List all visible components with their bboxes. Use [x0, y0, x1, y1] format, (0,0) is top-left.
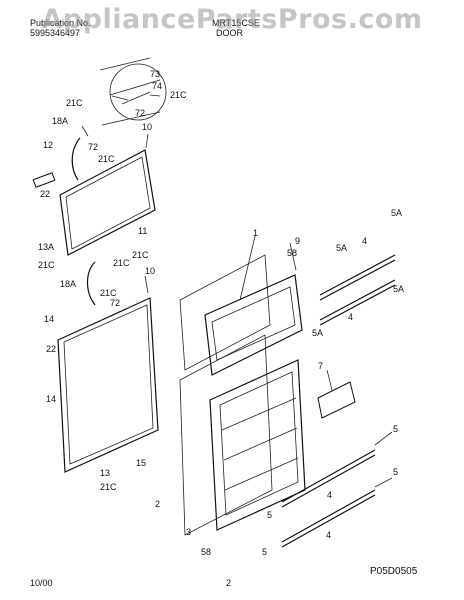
callout-12: 12 — [43, 140, 53, 150]
trim-strip — [32, 172, 56, 188]
callout-74: 74 — [152, 81, 162, 91]
freezer-inner-panel — [179, 254, 303, 376]
callout-4: 4 — [326, 530, 331, 540]
callout-72: 72 — [88, 142, 98, 152]
callout-13: 13 — [100, 468, 110, 478]
callout-18a: 18A — [60, 279, 76, 289]
callout-2: 2 — [155, 499, 160, 509]
callout-22: 22 — [40, 189, 50, 199]
callout-5: 5 — [267, 510, 272, 520]
callout-5a: 5A — [312, 328, 323, 338]
callout-72: 72 — [110, 298, 120, 308]
callout-5a: 5A — [391, 208, 402, 218]
callout-21c: 21C — [66, 98, 83, 108]
callout-5a: 5A — [336, 243, 347, 253]
callout-10: 10 — [145, 266, 155, 276]
watermark: AppliancePartsPros.com — [41, 4, 423, 35]
section-title: DOOR — [216, 28, 243, 38]
model-number: MRT15CSE — [212, 18, 260, 28]
callout-21c: 21C — [38, 260, 55, 270]
callout-18a: 18A — [52, 116, 68, 126]
callout-4: 4 — [362, 236, 367, 246]
callout-1: 1 — [253, 228, 258, 238]
fresh-food-handle — [86, 261, 96, 306]
callout-72: 72 — [135, 108, 145, 118]
part-callouts: 73 74 21C 21C 72 18A 10 72 12 21C 22 11 … — [38, 69, 404, 557]
callout-58: 58 — [287, 248, 297, 258]
freezer-handle — [71, 137, 81, 181]
callout-21c: 21C — [113, 258, 130, 268]
publication-number: 5995346497 — [30, 28, 81, 38]
fresh-food-inner-panel — [179, 334, 306, 536]
callout-14: 14 — [44, 314, 54, 324]
callout-21c: 21C — [98, 154, 115, 164]
callout-4: 4 — [348, 312, 353, 322]
callout-21c: 21C — [100, 288, 117, 298]
callout-13a: 13A — [38, 242, 54, 252]
leader-lines — [81, 94, 393, 488]
publication-label: Publication No. — [30, 18, 91, 28]
callout-3: 3 — [186, 527, 191, 537]
callout-5a: 5A — [393, 284, 404, 294]
callout-5: 5 — [393, 467, 398, 477]
callout-11: 11 — [138, 226, 147, 236]
dairy-door — [317, 381, 356, 419]
footer-page-number: 2 — [226, 578, 232, 588]
callout-4: 4 — [327, 490, 332, 500]
callout-58: 58 — [201, 547, 211, 557]
callout-5: 5 — [393, 424, 398, 434]
footer-date: 10/00 — [30, 578, 53, 588]
callout-22: 22 — [46, 344, 56, 354]
callout-14: 14 — [46, 394, 56, 404]
callout-5: 5 — [262, 547, 267, 557]
callout-21c: 21C — [170, 90, 187, 100]
callout-73: 73 — [150, 69, 160, 79]
door-shelf-bars — [281, 254, 396, 548]
callout-21c: 21C — [100, 482, 117, 492]
fresh-food-door-gasket — [57, 297, 159, 473]
callout-10: 10 — [142, 122, 152, 132]
callout-21c: 21C — [132, 250, 149, 260]
callout-9: 9 — [295, 236, 300, 246]
detail-inset — [99, 57, 167, 126]
footer-diagram-code: P05D0505 — [370, 566, 418, 577]
callout-7: 7 — [318, 361, 323, 371]
freezer-door-gasket — [59, 149, 156, 256]
callout-15: 15 — [136, 458, 146, 468]
